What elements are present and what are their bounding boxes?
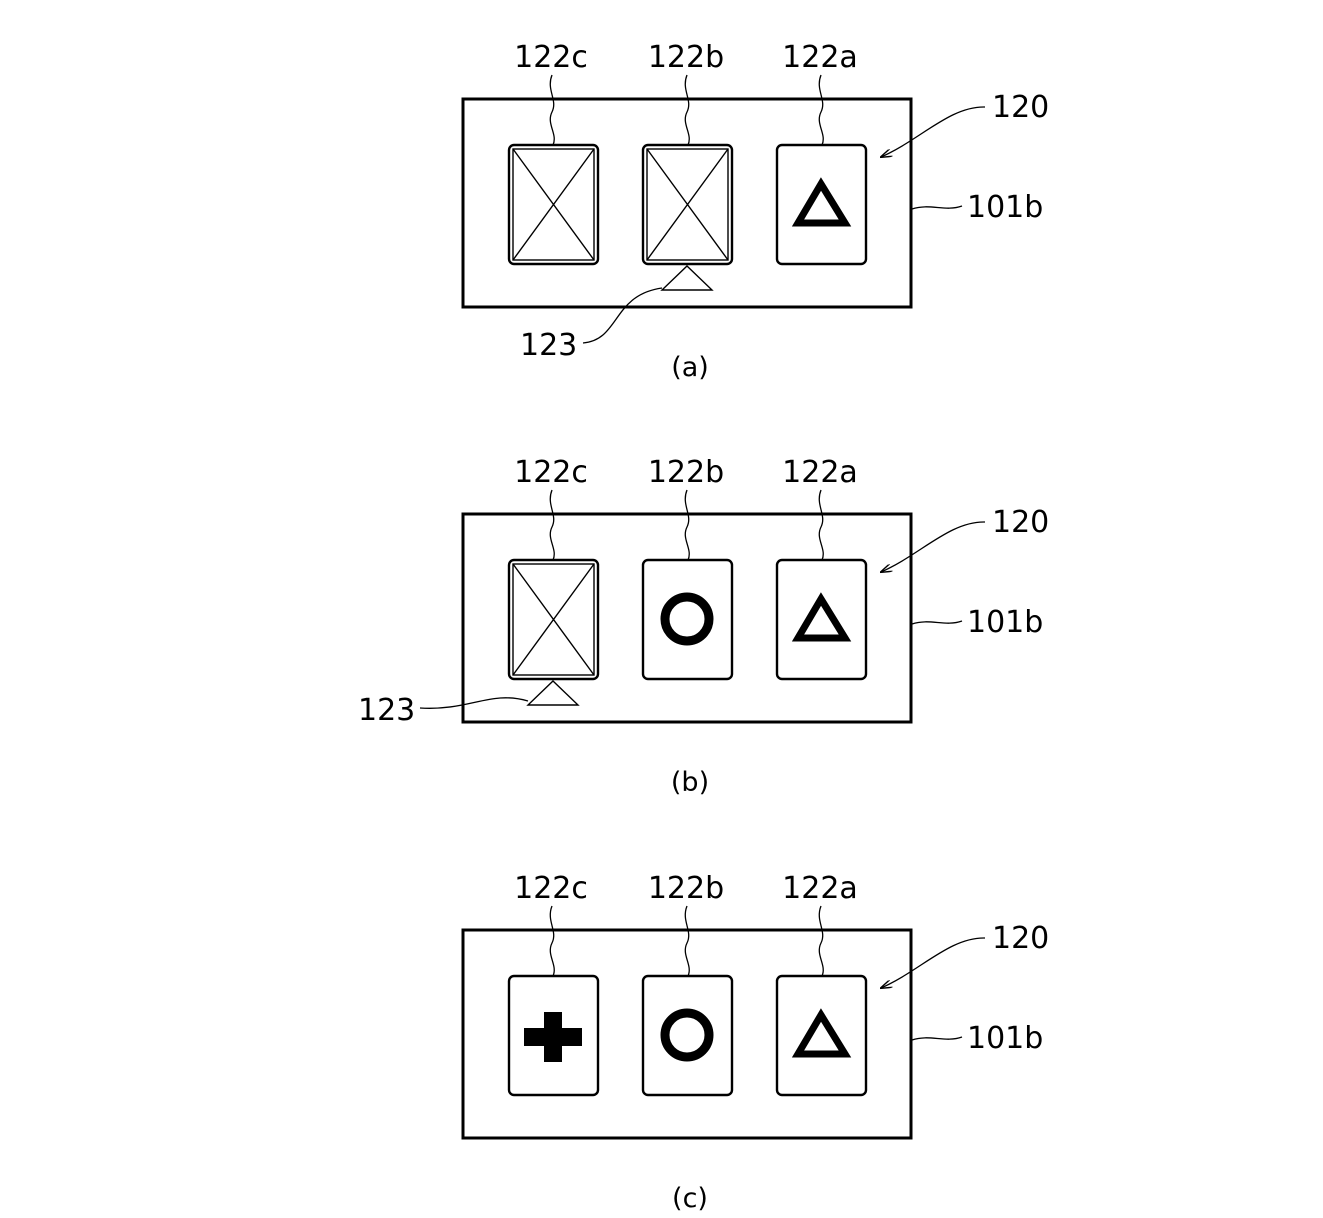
- figure-caption: (c): [672, 1183, 708, 1213]
- reel-122c: [509, 560, 598, 679]
- figure-c: 122c 122b 122a 120 101b (c): [463, 871, 1049, 1213]
- frame-label: 101b: [967, 605, 1043, 640]
- reel-label-122a: 122a: [782, 871, 858, 906]
- reel-label-122b: 122b: [648, 40, 724, 75]
- reel-label-122c: 122c: [514, 455, 588, 490]
- reel-122c: [509, 145, 598, 264]
- frame-leader-line: [912, 206, 962, 209]
- reel-window: [777, 976, 866, 1095]
- figure-b: 123 122c 122b 122a 120 101b (b): [358, 455, 1049, 798]
- reel-122a: [777, 560, 866, 679]
- reel-122a: [777, 145, 866, 264]
- reel-122c: [509, 976, 598, 1095]
- frame-label: 101b: [967, 1021, 1043, 1056]
- reel-window: [777, 560, 866, 679]
- reel-window: [777, 145, 866, 264]
- frame-leader-line: [912, 1037, 962, 1040]
- figure-a: 123 122c 122b 122a 120 101b (a): [463, 40, 1049, 383]
- frame-label: 101b: [967, 190, 1043, 225]
- reel-122b: [643, 560, 732, 679]
- panel-label: 120: [992, 90, 1049, 125]
- figure-caption: (b): [671, 767, 709, 798]
- reel-122b: [643, 976, 732, 1095]
- marker-label: 123: [358, 693, 415, 728]
- reel-label-122a: 122a: [782, 455, 858, 490]
- reel-label-122c: 122c: [514, 40, 588, 75]
- reel-label-122c: 122c: [514, 871, 588, 906]
- reel-label-122b: 122b: [648, 455, 724, 490]
- marker-label: 123: [520, 328, 577, 363]
- panel-label: 120: [992, 921, 1049, 956]
- reel-window: [643, 560, 732, 679]
- frame-leader-line: [912, 621, 962, 624]
- reel-label-122b: 122b: [648, 871, 724, 906]
- panel-label: 120: [992, 505, 1049, 540]
- reel-122b: [643, 145, 732, 264]
- reel-122a: [777, 976, 866, 1095]
- figure-caption: (a): [671, 352, 709, 383]
- reel-label-122a: 122a: [782, 40, 858, 75]
- reel-window: [643, 976, 732, 1095]
